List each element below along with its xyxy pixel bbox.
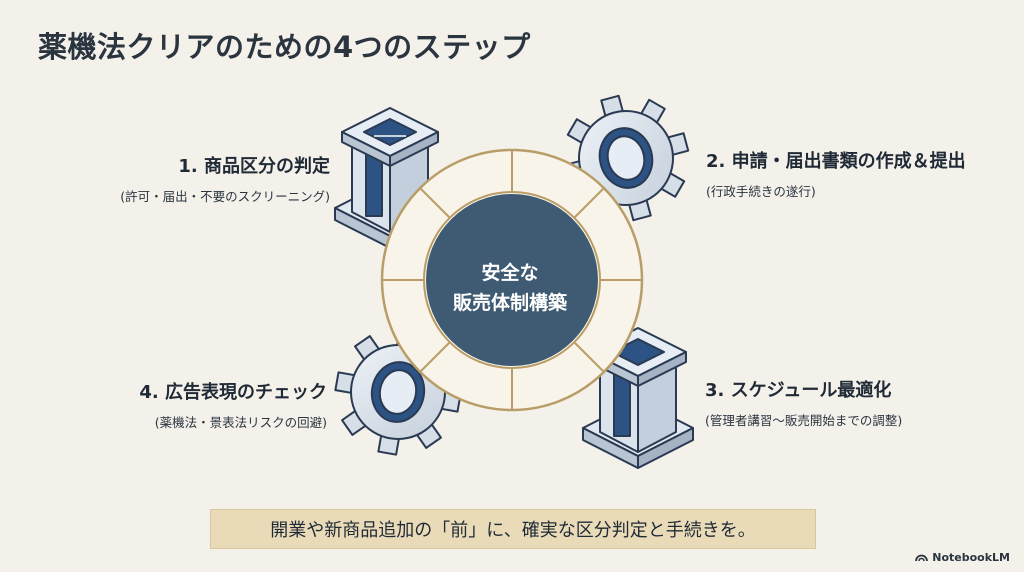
brand-name: NotebookLM <box>932 551 1010 564</box>
center-label: 安全な 販売体制構築 <box>420 258 600 318</box>
step-4: 4. 広告表現のチェック (薬機法・景表法リスクの回避) <box>139 378 327 431</box>
center-label-line2: 販売体制構築 <box>452 292 567 314</box>
step-2: 2. 申請・届出書類の作成＆提出 (行政手続きの遂行) <box>706 147 966 200</box>
page-title: 薬機法クリアのための4つのステップ <box>38 30 531 64</box>
step-2-subtext: (行政手続きの遂行) <box>706 184 816 199</box>
center-ring <box>380 148 644 412</box>
step-4-subtext: (薬機法・景表法リスクの回避) <box>154 415 327 430</box>
bottom-banner: 開業や新商品追加の「前」に、確実な区分判定と手続きを。 <box>210 509 816 549</box>
center-label-line1: 安全な <box>481 262 539 284</box>
center-hub <box>426 194 598 366</box>
step-2-heading: 2. 申請・届出書類の作成＆提出 <box>706 151 966 172</box>
brand-mark: NotebookLM <box>915 551 1010 564</box>
step-1-heading: 1. 商品区分の判定 <box>178 156 330 177</box>
step-1-subtext: (許可・届出・不要のスクリーニング) <box>120 189 330 204</box>
step-1: 1. 商品区分の判定 (許可・届出・不要のスクリーニング) <box>120 152 330 205</box>
step-3-heading: 3. スケジュール最適化 <box>705 380 892 401</box>
notebooklm-logo-icon <box>915 554 929 562</box>
ring-dividers <box>382 150 642 410</box>
step-3-subtext: (管理者講習〜販売開始までの調整) <box>705 413 903 428</box>
banner-text: 開業や新商品追加の「前」に、確実な区分判定と手続きを。 <box>270 520 756 541</box>
step-4-heading: 4. 広告表現のチェック <box>139 382 327 403</box>
step-3: 3. スケジュール最適化 (管理者講習〜販売開始までの調整) <box>705 376 902 429</box>
